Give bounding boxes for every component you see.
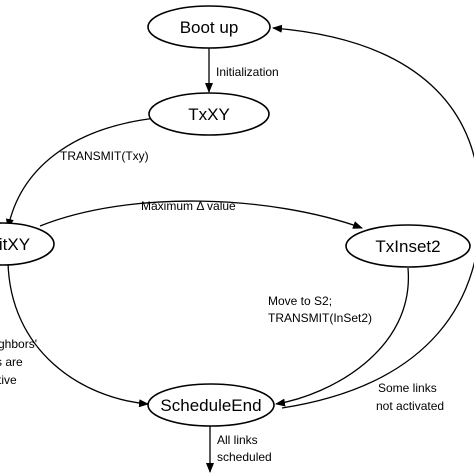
state-txinset2-label: TxInset2 [375,237,440,256]
edge-txxy-to-waitxy [5,117,157,229]
label-scheduled: scheduled [217,450,272,464]
state-boot-up: Boot up [147,5,271,49]
state-waitxy-label: WaitXY [0,235,30,254]
edge-scheduleend-to-bootup [272,24,474,409]
state-txxy-label: TxXY [188,105,230,124]
label-transmit-inset2: TRANSMIT(InSet2) [268,311,372,325]
label-all-links: All links [217,433,258,447]
label-move-to-s2: Move to S2; [268,294,332,308]
state-waitxy: WaitXY [0,222,55,266]
label-inactive: inactive [0,373,17,387]
label-initialization: Initialization [216,65,279,79]
state-schedule-end: ScheduleEnd [147,383,275,427]
label-neighbors: Neighbors' [0,337,37,351]
edge-waitxy-to-txinset2 [39,200,363,229]
label-some-links: Some links [378,381,437,395]
state-boot-up-label: Boot up [180,18,239,37]
label-transmit-txy: TRANSMIT(Txy) [60,149,149,163]
label-not-activated: not activated [376,399,444,413]
label-maximum-delta: Maximum Δ value [141,199,236,213]
label-links-are: links are [0,355,23,369]
edge-txinset2-to-scheduleend [275,267,409,407]
edge-waitxy-to-scheduleend [7,261,149,408]
state-txinset2: TxInset2 [345,224,471,268]
state-schedule-end-label: ScheduleEnd [160,396,261,415]
state-txxy: TxXY [148,92,270,136]
